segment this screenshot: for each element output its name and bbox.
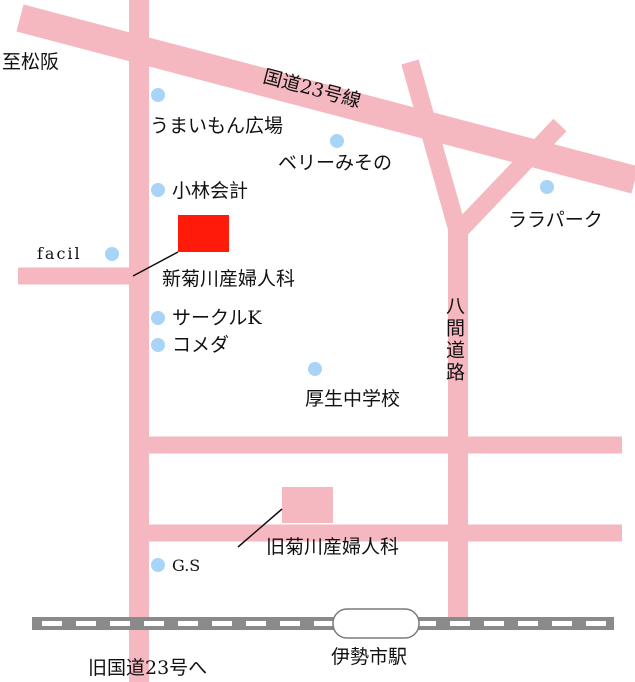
hachiken-branch-left xyxy=(401,59,467,235)
umaimon-label: うまいもん広場 xyxy=(150,115,283,137)
old-clinic-label: 旧菊川産婦人科 xyxy=(266,536,399,558)
lalapark-label: ララパーク xyxy=(508,209,603,231)
hachiken-branch-right xyxy=(451,118,567,239)
gs-label: G.S xyxy=(172,556,200,575)
school-label: 厚生中学校 xyxy=(305,388,400,410)
umaimon-dot xyxy=(151,88,165,102)
kobayashi-dot xyxy=(151,183,165,197)
new-clinic-label: 新菊川産婦人科 xyxy=(162,268,295,290)
gs-dot xyxy=(151,558,165,572)
school-dot xyxy=(308,362,322,376)
roads xyxy=(16,0,635,682)
old-route23-label: 旧国道23号へ xyxy=(88,657,207,679)
old-clinic-leader xyxy=(237,508,283,548)
komeda-dot xyxy=(151,338,165,352)
facil-label: facil xyxy=(37,244,82,263)
poi-dots xyxy=(105,88,554,572)
kobayashi-label: 小林会計 xyxy=(172,180,248,202)
circle-k-label: サークルK xyxy=(172,307,262,329)
new-clinic-leader xyxy=(132,251,179,277)
ise-station-label: 伊勢市駅 xyxy=(331,646,407,668)
hachiken-road-label: 八間道路 xyxy=(443,296,465,384)
station-building xyxy=(332,608,420,639)
komeda-label: コメダ xyxy=(172,334,229,356)
railway xyxy=(32,608,614,639)
facil-dot xyxy=(105,247,119,261)
circle-k-dot xyxy=(151,311,165,325)
old-clinic-box xyxy=(282,487,333,523)
lalapark-dot xyxy=(540,180,554,194)
new-clinic-box xyxy=(178,215,229,252)
berry-dot xyxy=(330,134,344,148)
berry-label: ベリーみその xyxy=(278,152,392,174)
shimatsuzaka-label: 至松阪 xyxy=(2,51,59,73)
